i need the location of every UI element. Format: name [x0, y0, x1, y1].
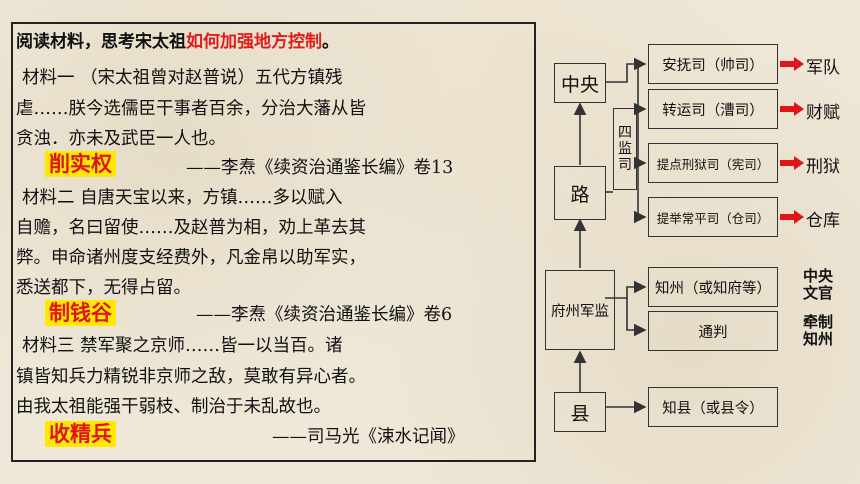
- result-justice: 刑狱: [806, 157, 840, 177]
- central-to-anfu-arrow: [605, 57, 647, 83]
- materials-panel: [11, 22, 536, 462]
- material-3-line-3: 由我太祖能强干弱枝、制治于未乱故也。: [16, 397, 331, 417]
- lu-box: 路: [554, 166, 606, 220]
- material-2-line-4: 悉送都下，无得占留。: [16, 278, 191, 298]
- result-military: 军队: [806, 58, 840, 78]
- red-arrow-icon: [780, 57, 804, 71]
- four-label-char-2: 监: [618, 141, 632, 157]
- office-zhuanyun: 转运司（漕司）: [648, 89, 778, 129]
- material-1-citation: ——李焘《续资治通鉴长编》卷13: [186, 158, 454, 178]
- material-2-line-3: 弊。申命诸州度支经费外，凡金帛以助军实，: [16, 248, 366, 268]
- four-label-char-1: 四: [618, 125, 632, 141]
- material-1-line-3: 贪浊．亦未及武臣一人也。: [16, 129, 226, 149]
- four-label-char-3: 司: [618, 157, 632, 173]
- red-arrow-icon: [780, 156, 804, 170]
- material-3-citation: ——司马光《涑水记闻》: [272, 427, 465, 447]
- result-check-zhizhou: 牵制知州: [803, 313, 834, 348]
- material-1-line-1: 材料一 （宋太祖曾对赵普说）五代方镇残: [22, 68, 343, 88]
- material-1-line-2: 虐……朕今选儒臣干事者百余，分治大藩从皆: [16, 99, 366, 119]
- question-highlight: 如何加强地方控制: [186, 32, 322, 52]
- central-box: 中央: [554, 63, 606, 103]
- tag-strip-power: 削实权: [45, 151, 116, 177]
- material-2-line-2: 自赡，名曰留使……及赵普为相，劝上革去其: [16, 218, 366, 238]
- question-text: 阅读材料，思考宋太祖如何加强地方控制。: [16, 27, 339, 52]
- material-3-line-1: 材料三 禁军聚之京师……皆一以当百。诸: [22, 336, 343, 356]
- xian-box: 县: [554, 392, 606, 432]
- fuzhou-box: 府州军监: [545, 270, 615, 350]
- tongpan-box: 通判: [648, 311, 778, 351]
- question-suffix: 。: [322, 32, 339, 52]
- office-tiju: 提举常平司（仓司）: [648, 197, 778, 237]
- red-arrow-icon: [780, 102, 804, 116]
- zhizhou-box: 知州（或知府等）: [648, 267, 778, 307]
- material-2-citation: ——李焘《续资治通鉴长编》卷6: [196, 305, 453, 325]
- office-anfu: 安抚司（帅司）: [648, 44, 778, 84]
- result-granary: 仓库: [806, 211, 840, 231]
- office-tidian: 提点刑狱司（宪司）: [648, 143, 778, 183]
- material-2-line-1: 材料二 自唐天宝以来，方镇……多以赋入: [22, 188, 343, 208]
- result-finance: 财赋: [806, 103, 840, 123]
- question-prefix: 阅读材料，思考宋太祖: [16, 32, 186, 52]
- tag-control-finance: 制钱谷: [45, 300, 116, 326]
- red-arrow-icon: [780, 210, 804, 224]
- material-3-line-2: 镇皆知兵力精锐非京师之敌，莫敢有异心者。: [16, 367, 366, 387]
- zhixian-box: 知县（或县令）: [648, 387, 778, 427]
- four-supervisors-label: 四 监 司: [613, 108, 637, 190]
- tag-collect-troops: 收精兵: [45, 421, 116, 447]
- result-civil-official: 中央文官: [803, 267, 834, 302]
